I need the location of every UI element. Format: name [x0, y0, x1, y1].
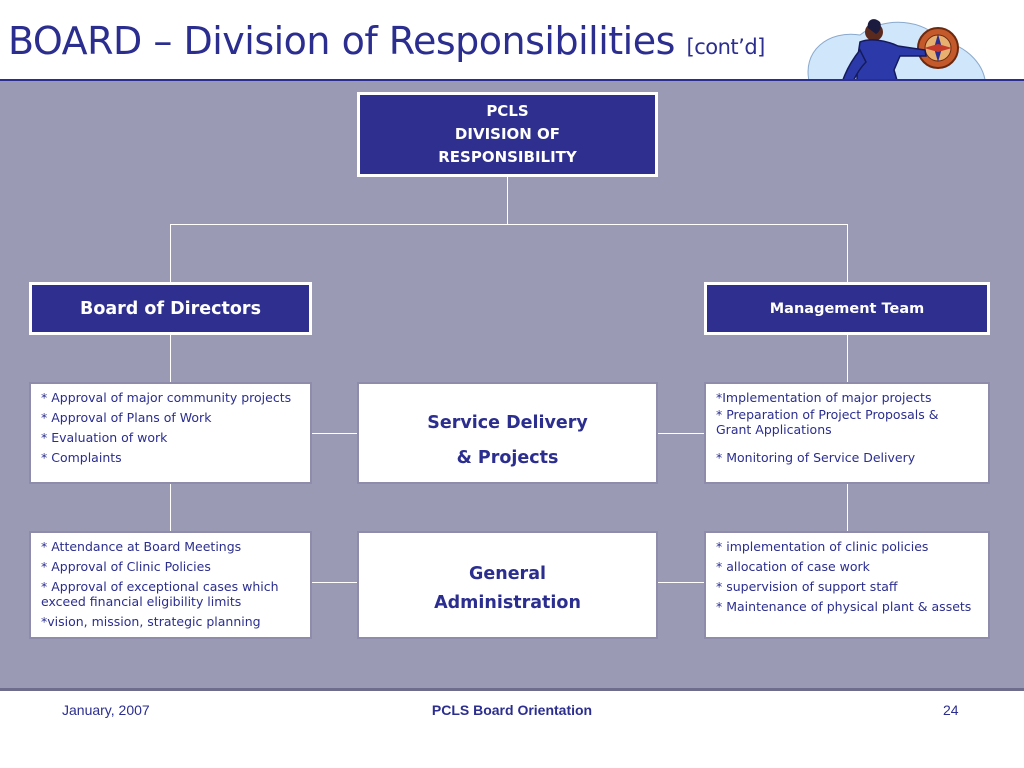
slide-title-main: BOARD – Division of Responsibilities	[8, 19, 675, 63]
footer-title: PCLS Board Orientation	[431, 702, 593, 718]
list-item: * Maintenance of physical plant & assets	[716, 599, 972, 614]
board-row1-box: * Approval of major community projects *…	[29, 382, 312, 484]
connector-horizontal	[170, 224, 848, 225]
list-item: * Approval of major community projects	[41, 390, 292, 405]
general-administration-line-2: Administration	[434, 593, 581, 613]
list-item: * Approval of Plans of Work	[41, 410, 212, 425]
management-team-box: Management Team	[704, 282, 990, 335]
list-item: * supervision of support staff	[716, 579, 898, 594]
management-team-label: Management Team	[769, 300, 925, 317]
list-item: * Monitoring of Service Delivery	[716, 450, 916, 465]
service-delivery-box: Service Delivery & Projects	[357, 382, 658, 484]
connector-left-drop	[170, 224, 171, 283]
management-row2-box: * implementation of clinic policies * al…	[704, 531, 990, 639]
connector-row2-left	[311, 582, 359, 583]
footer-page-number: 24	[943, 702, 959, 718]
connector-row1-left	[311, 433, 359, 434]
general-administration-box: General Administration	[357, 531, 658, 639]
service-delivery-line-1: Service Delivery	[427, 413, 588, 433]
list-item: * Evaluation of work	[41, 430, 168, 445]
board-of-directors-box: Board of Directors	[29, 282, 312, 335]
board-row2-box: * Attendance at Board Meetings * Approva…	[29, 531, 312, 639]
connector-root-down	[507, 176, 508, 225]
slide-title-sub: [cont’d]	[686, 35, 766, 59]
board-of-directors-label: Board of Directors	[80, 298, 261, 319]
list-item: * Preparation of Project Proposals & Gra…	[716, 407, 939, 437]
footer-date: January, 2007	[62, 702, 150, 718]
slide-title: BOARD – Division of Responsibilities [co…	[8, 18, 765, 70]
connector-left-col-2	[170, 483, 171, 533]
connector-row2-right	[657, 582, 705, 583]
connector-right-col-1	[847, 334, 848, 384]
management-row1-box: *Implementation of major projects * Prep…	[704, 382, 990, 484]
list-item: * Approval of exceptional cases which ex…	[41, 579, 279, 609]
root-line-2: DIVISION OF	[454, 125, 561, 143]
root-line-3: RESPONSIBILITY	[438, 148, 577, 166]
general-administration-line-1: General	[469, 564, 546, 584]
root-line-1: PCLS	[486, 102, 529, 120]
connector-right-col-2	[847, 483, 848, 533]
root-box: PCLS DIVISION OF RESPONSIBILITY	[357, 92, 658, 177]
list-item: * Attendance at Board Meetings	[41, 539, 242, 554]
service-delivery-line-2: & Projects	[456, 448, 559, 468]
list-item: *Implementation of major projects	[716, 390, 932, 405]
list-item: * Complaints	[41, 450, 122, 465]
connector-row1-right	[657, 433, 705, 434]
connector-left-col-1	[170, 334, 171, 384]
list-item: * implementation of clinic policies	[716, 539, 929, 554]
list-item: * allocation of case work	[716, 559, 870, 574]
connector-right-drop	[847, 224, 848, 283]
list-item: * Approval of Clinic Policies	[41, 559, 211, 574]
list-item: *vision, mission, strategic planning	[41, 614, 261, 629]
